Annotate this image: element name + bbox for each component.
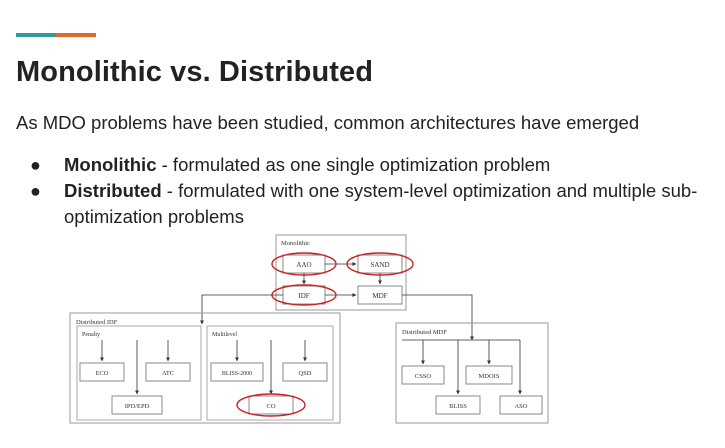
mdois-label: MDOIS: [479, 373, 500, 380]
aso-label: ASO: [514, 403, 527, 410]
monolithic-group: Monolithic AAO SAND IDF MDF: [271, 234, 414, 311]
distributed-idf-label: Distributed IDF: [76, 319, 118, 326]
slide-subtitle: As MDO problems have been studied, commo…: [16, 112, 640, 133]
bullet-dot-icon: ●: [30, 155, 41, 175]
ipd-label: IPD/EPD: [125, 403, 150, 410]
bullet-term: Monolithic: [64, 154, 157, 175]
penalty-label: Penalty: [82, 332, 100, 338]
architecture-diagram: Monolithic AAO SAND IDF MDF Distributed …: [69, 234, 549, 424]
bliss-label: BLISS: [449, 403, 467, 410]
sand-label: SAND: [370, 261, 389, 269]
accent-bar-orange: [56, 33, 96, 37]
mdf-label: MDF: [372, 292, 387, 300]
sand-highlight: [346, 252, 414, 276]
bullet-text: - formulated with one system-level optim…: [64, 180, 698, 227]
distributed-idf-group: Distributed IDF Penalty ECO ATC IPD/EPD …: [69, 312, 341, 424]
accent-bar-teal: [16, 33, 56, 37]
connector-lines: [200, 294, 474, 341]
co-label: CO: [266, 403, 275, 410]
atc-label: ATC: [162, 370, 174, 377]
csso-label: CSSO: [415, 373, 432, 380]
bullet-list: ● Monolithic - formulated as one single …: [30, 152, 720, 230]
distributed-mdf-label: Distributed MDF: [402, 329, 447, 336]
multilevel-group: [206, 325, 334, 421]
multilevel-label: Multilevel: [212, 332, 237, 338]
bullet-dot-icon: ●: [30, 181, 41, 201]
bullet-text: - formulated as one single optimization …: [156, 154, 551, 175]
idf-label: IDF: [298, 292, 309, 300]
monolithic-label: Monolithic: [281, 240, 310, 247]
qsd-label: QSD: [298, 370, 311, 377]
bullet-distributed: ● Distributed - formulated with one syst…: [30, 178, 720, 230]
distributed-mdf-group: Distributed MDF CSSO MDOIS BLISS ASO: [395, 322, 549, 424]
penalty-group: [76, 325, 202, 421]
aao-label: AAO: [296, 261, 311, 269]
bullet-monolithic: ● Monolithic - formulated as one single …: [30, 152, 720, 178]
co-highlight: [236, 393, 306, 417]
eco-label: ECO: [96, 370, 109, 377]
bliss2000-label: BLISS-2000: [222, 371, 252, 377]
accent-bar: [16, 33, 96, 37]
aao-highlight: [271, 252, 337, 276]
slide-title: Monolithic vs. Distributed: [16, 56, 374, 88]
bullet-term: Distributed: [64, 180, 162, 201]
